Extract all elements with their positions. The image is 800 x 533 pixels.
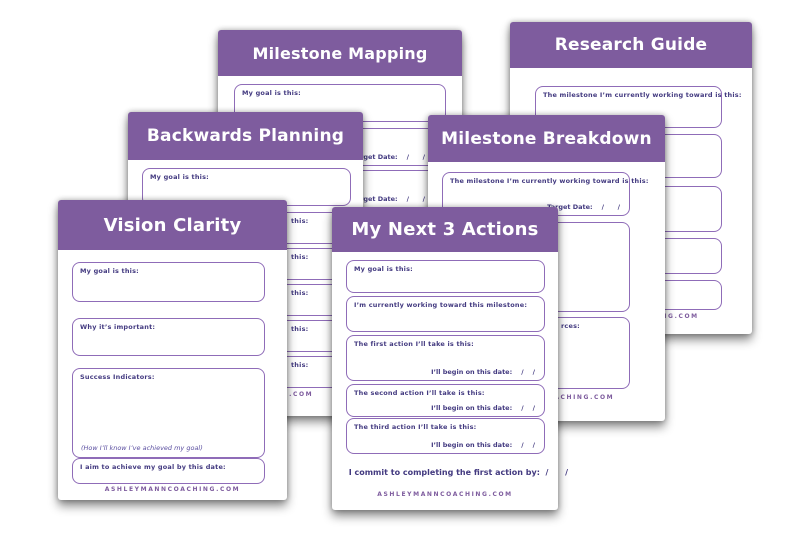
step-field-label-fragment: this: [291, 325, 309, 333]
date-slashes: / / [521, 368, 535, 376]
step-field-label-fragment: this: [291, 289, 309, 297]
indicators-field-box: Success Indicators: (How I’ll know I’ve … [72, 368, 265, 458]
indicators-field-label: Success Indicators: [80, 373, 155, 381]
page-title: My Next 3 Actions [351, 219, 539, 240]
date-slashes: / / [521, 404, 535, 412]
begin-date-label: I’ll begin on this date: [431, 404, 513, 412]
begin-date-line: I’ll begin on this date: / / [431, 441, 535, 449]
worksheet-vision-clarity: Vision Clarity My goal is this: Why it’s… [58, 200, 287, 500]
header-band: Backwards Planning [128, 112, 363, 160]
second-action-field-box: The second action I’ll take is this: I’l… [346, 384, 545, 417]
indicators-note: (How I’ll know I’ve achieved my goal) [81, 444, 203, 452]
begin-date-line: I’ll begin on this date: / / [431, 404, 535, 412]
commit-line: I commit to completing the first action … [332, 459, 568, 486]
header-band: Milestone Breakdown [428, 115, 665, 162]
header-band: Milestone Mapping [218, 30, 462, 76]
milestone-field-label: The milestone I’m currently working towa… [543, 91, 742, 99]
footer-url: ASHLEYMANNCOACHING.COM [377, 491, 513, 498]
page-title: Vision Clarity [103, 214, 242, 236]
step-field-label-fragment: this: [291, 361, 309, 369]
date-slashes: / / [521, 441, 535, 449]
date-slashes: / / [406, 153, 425, 161]
target-date-label: Target Date: [352, 153, 398, 161]
target-date-label: Target Date: [547, 203, 593, 211]
step-field-label-fragment: this: [291, 253, 309, 261]
importance-field-label: Why it’s important: [80, 323, 156, 331]
date-field-box: I aim to achieve my goal by this date: [72, 458, 265, 484]
date-field-label: I aim to achieve my goal by this date: [80, 463, 226, 471]
importance-field-box: Why it’s important: [72, 318, 265, 356]
begin-date-line: I’ll begin on this date: / / [431, 368, 535, 376]
goal-field-label: My goal is this: [354, 265, 413, 273]
page-title: Milestone Mapping [252, 43, 428, 63]
milestone-field-label: I’m currently working toward this milest… [354, 301, 528, 309]
begin-date-label: I’ll begin on this date: [431, 368, 513, 376]
begin-date-label: I’ll begin on this date: [431, 441, 513, 449]
milestone-field-label: The milestone I’m currently working towa… [450, 177, 649, 185]
header-band: Research Guide [510, 22, 752, 68]
first-action-label: The first action I’ll take is this: [354, 340, 474, 348]
target-date-line: Target Date: / / [352, 153, 425, 161]
page-title: Research Guide [554, 35, 708, 55]
step-field-label-fragment: this: [291, 217, 309, 225]
header-band: My Next 3 Actions [332, 207, 558, 252]
target-date-line: Target Date: / / [352, 195, 425, 203]
footer-url: ASHLEYMANNCOACHING.COM [104, 486, 241, 493]
date-slashes: / / [601, 203, 620, 211]
commit-label: I commit to completing the first action … [348, 468, 540, 477]
goal-field-label: My goal is this: [80, 267, 139, 275]
goal-field-box: My goal is this: [142, 168, 351, 206]
goal-field-box: My goal is this: [346, 260, 545, 293]
commit-slashes: / / [539, 468, 569, 477]
first-action-field-box: The first action I’ll take is this: I’ll… [346, 335, 545, 381]
date-slashes: / / [406, 195, 425, 203]
target-date-label: Target Date: [352, 195, 398, 203]
resources-field-label-fragment: rces: [561, 322, 580, 330]
page-title: Milestone Breakdown [441, 128, 652, 149]
page-title: Backwards Planning [146, 126, 345, 146]
goal-field-label: My goal is this: [150, 173, 209, 181]
third-action-label: The third action I’ll take is this: [354, 423, 477, 431]
milestone-field-box: I’m currently working toward this milest… [346, 296, 545, 332]
goal-field-label: My goal is this: [242, 89, 301, 97]
goal-field-box: My goal is this: [72, 262, 265, 302]
header-band: Vision Clarity [58, 200, 287, 250]
second-action-label: The second action I’ll take is this: [354, 389, 485, 397]
worksheet-next-3-actions: My Next 3 Actions My goal is this: I’m c… [332, 207, 568, 510]
target-date-line: Target Date: / / [547, 203, 620, 211]
third-action-field-box: The third action I’ll take is this: I’ll… [346, 418, 545, 454]
